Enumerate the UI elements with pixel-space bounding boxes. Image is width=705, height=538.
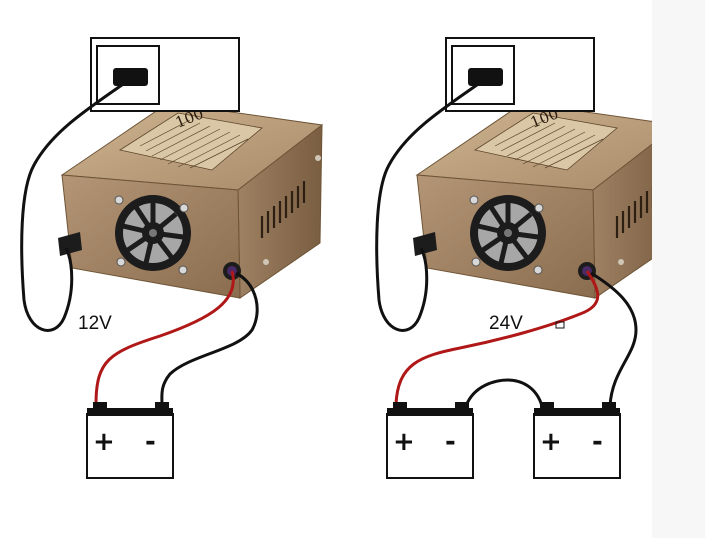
wire-negative-24v [590,271,638,407]
charger-12v [58,38,322,298]
battery-24v-first: + - [386,401,474,479]
charger-24v [413,38,677,298]
wire-negative-12v [160,271,259,407]
wire-splice-mark [555,321,565,329]
wire-positive-12v [94,270,235,405]
battery-negative-sign: - [445,427,456,457]
battery-negative-sign: - [145,427,156,457]
battery-positive-sign: + [540,427,562,457]
battery-positive-sign: + [93,427,115,457]
battery-24v-second: + - [533,401,621,479]
voltage-label-24v: 24V [489,313,523,334]
battery-negative-sign: - [592,427,603,457]
voltage-label-12v: 12V [78,313,112,334]
power-cord-24v [375,75,489,332]
series-jumper-wire [464,378,544,407]
wire-positive-24v [394,270,600,405]
battery-positive-sign: + [393,427,415,457]
battery-12v: + - [86,401,174,479]
power-cord-12v [20,75,134,332]
edge-strip [652,0,705,538]
